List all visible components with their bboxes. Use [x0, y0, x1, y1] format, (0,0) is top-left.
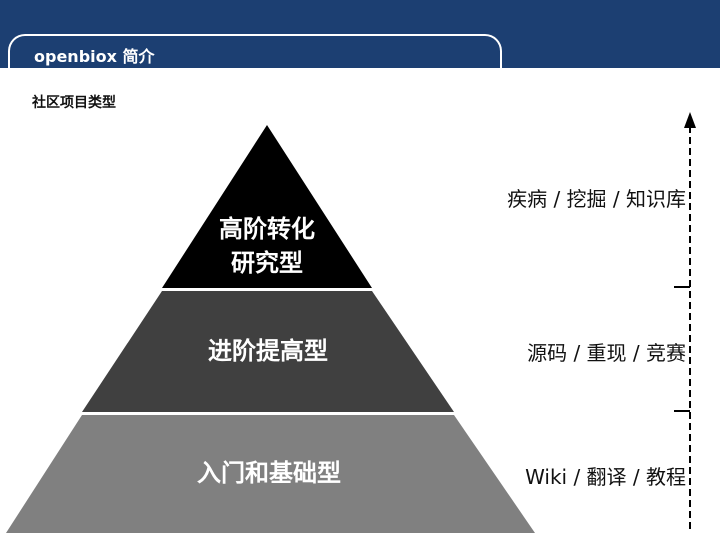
- tier-middle-label: 进阶提高型: [208, 337, 328, 365]
- side-label-middle: 源码 / 重现 / 竞赛: [527, 341, 686, 365]
- axis-arrow-icon: [684, 112, 696, 128]
- side-label-bottom: Wiki / 翻译 / 教程: [525, 465, 686, 489]
- title-pill: openbiox 简介: [8, 34, 502, 68]
- pyramid-tier-top: [162, 125, 372, 288]
- page-title: openbiox 简介: [34, 47, 155, 66]
- pyramid-tier-middle: [82, 291, 454, 412]
- tier-top-label-line2: 研究型: [231, 249, 303, 277]
- section-subtitle: 社区项目类型: [32, 95, 116, 111]
- tier-top-label: 高阶转化 研究型: [187, 212, 347, 280]
- tier-top-label-line1: 高阶转化: [219, 215, 315, 243]
- pyramid-tier-bottom: [6, 415, 535, 533]
- side-label-top: 疾病 / 挖掘 / 知识库: [507, 187, 686, 211]
- tier-bottom-label: 入门和基础型: [197, 459, 341, 487]
